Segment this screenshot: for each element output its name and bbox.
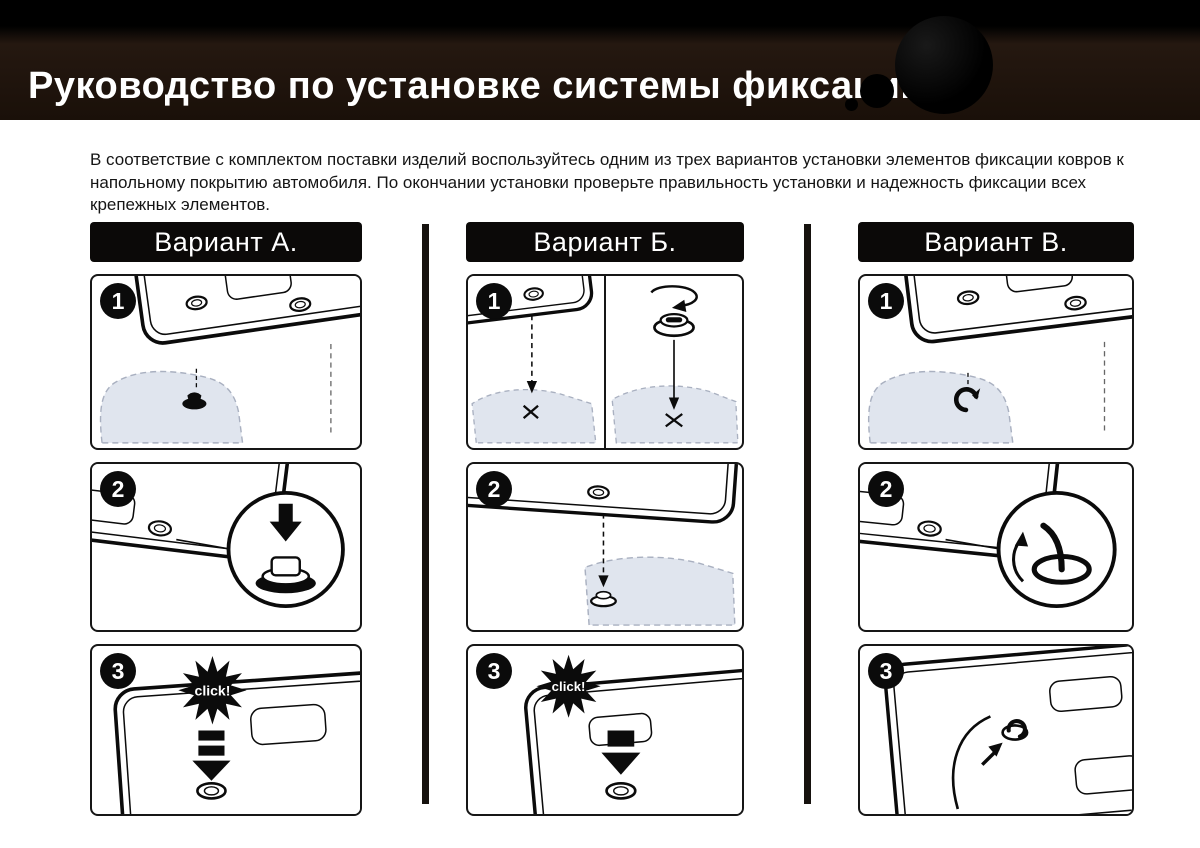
grommet-icon — [605, 782, 637, 800]
variant-b-step-3-panel: 3 click! — [466, 644, 744, 816]
click-label: click! — [552, 679, 586, 694]
car-mat — [92, 464, 295, 562]
magnifier-circle — [996, 490, 1117, 609]
step-number-badge: 2 — [476, 471, 512, 507]
intro-text: В соответствие с комплектом поставки изд… — [90, 150, 1124, 215]
variant-v-header: Вариант В. — [858, 222, 1134, 262]
step-number-badge: 3 — [100, 653, 136, 689]
decorative-sphere — [895, 16, 993, 114]
magnifier-circle — [226, 490, 345, 609]
illustration-v1 — [867, 276, 1132, 444]
down-arrow-icon — [192, 730, 231, 781]
down-arrow-icon — [269, 503, 302, 542]
step-number-badge: 2 — [100, 471, 136, 507]
variant-v-step-1-panel: 1 — [858, 274, 1134, 450]
page-header: Руководство по установке системы фиксаци… — [0, 0, 1200, 120]
floor-area — [471, 388, 597, 444]
step-number-badge: 3 — [868, 653, 904, 689]
x-mark-icon — [665, 413, 683, 428]
callout-line — [176, 538, 233, 551]
car-mat — [883, 646, 1132, 814]
floor-area — [99, 370, 244, 444]
click-starburst-icon: click! — [536, 654, 601, 718]
car-mat — [113, 668, 360, 814]
illustration-b3: click! — [524, 654, 742, 814]
down-arrow-icon — [601, 730, 641, 775]
down-arrow-icon — [598, 513, 609, 588]
floor-area — [867, 370, 1014, 444]
floor-area — [584, 556, 736, 626]
decorative-dot-medium — [860, 74, 894, 108]
step-number-badge: 1 — [100, 283, 136, 319]
variant-b-step-1-right — [604, 276, 742, 448]
variant-v-step-3-panel: 3 — [858, 644, 1134, 816]
illustration-a1 — [99, 276, 360, 444]
fixation-clip — [590, 590, 617, 608]
up-arrow-icon — [981, 742, 1003, 766]
step-number-badge: 3 — [476, 653, 512, 689]
illustration-a3: click! — [113, 656, 360, 814]
down-arrow-icon — [668, 339, 680, 410]
step-number-badge: 1 — [476, 283, 512, 319]
variant-a-header: Вариант А. — [90, 222, 362, 262]
decorative-dot-small — [845, 98, 858, 111]
strap-line — [951, 715, 991, 810]
click-label: click! — [195, 682, 231, 698]
variant-v-column: Вариант В. 1 — [858, 222, 1134, 816]
column-divider — [804, 224, 811, 804]
grommet-icon — [196, 782, 227, 800]
fixation-clip — [653, 312, 695, 338]
variant-a-column: Вариант А. 1 — [90, 222, 362, 816]
floor-area — [611, 385, 739, 444]
down-arrow-icon — [526, 315, 538, 394]
step-number-badge: 1 — [868, 283, 904, 319]
variant-a-step-3-panel: 3 click! — [90, 644, 362, 816]
rotation-arrow-icon — [1012, 531, 1029, 583]
illustration-v3 — [883, 646, 1132, 814]
illustration-v2 — [860, 464, 1117, 609]
illustration-b1-right — [611, 285, 739, 444]
variant-b-step-1-panel: 1 — [466, 274, 744, 450]
fixation-clip — [182, 392, 207, 410]
rotation-arrow-icon — [650, 285, 698, 313]
variant-a-step-2-panel: 2 — [90, 462, 362, 632]
variant-a-step-1-panel: 1 — [90, 274, 362, 450]
car-mat — [127, 276, 360, 345]
click-starburst-icon: click! — [178, 656, 247, 725]
variant-b-column: Вариант Б. 1 — [466, 222, 744, 816]
x-mark-icon — [522, 404, 539, 419]
illustration-a2 — [92, 464, 345, 609]
hook-icon — [1040, 522, 1065, 573]
step-number-badge: 2 — [868, 471, 904, 507]
column-divider — [422, 224, 429, 804]
callout-line — [945, 538, 1003, 551]
variant-v-step-2-panel: 2 — [858, 462, 1134, 632]
car-mat — [897, 276, 1132, 344]
variant-b-step-2-panel: 2 — [466, 462, 744, 632]
hook-icon — [1001, 719, 1029, 741]
variant-b-header: Вариант Б. — [466, 222, 744, 262]
car-mat — [860, 464, 1065, 561]
page-title: Руководство по установке системы фиксаци… — [28, 65, 925, 107]
hook-icon — [953, 387, 981, 413]
